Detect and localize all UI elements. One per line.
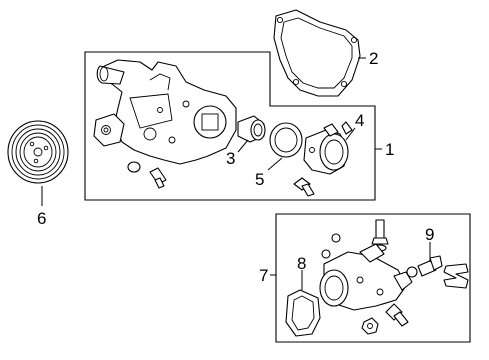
callout-3-leader <box>237 139 249 153</box>
water-pump-assembly-frame <box>84 51 376 201</box>
callout-2: 2 <box>369 49 378 68</box>
small-washer <box>331 233 341 243</box>
o-ring-small <box>127 161 141 173</box>
thermostat-housing-frame <box>275 213 471 343</box>
pump-bolt <box>149 167 167 189</box>
temperature-sensor <box>371 219 389 252</box>
callout-6: 6 <box>37 209 46 228</box>
small-cap <box>321 249 331 259</box>
retaining-clip <box>443 263 469 289</box>
pump-cover-gasket <box>273 9 361 97</box>
callout-1: 1 <box>385 140 394 159</box>
water-pump-pulley <box>7 120 69 184</box>
bleeder-valve <box>417 255 443 277</box>
housing-bolt <box>385 303 409 327</box>
housing-gasket <box>285 289 321 337</box>
housing-nut <box>361 317 379 335</box>
callout-4-leader <box>345 127 356 141</box>
callout-5: 5 <box>255 170 264 189</box>
o-ring-seal <box>269 122 303 158</box>
thermostat <box>303 121 353 175</box>
callout-4: 4 <box>355 111 364 130</box>
thermostat-bolt <box>293 177 315 197</box>
thermostat-housing <box>319 243 413 311</box>
callout-8: 8 <box>297 254 306 273</box>
callout-5-leader <box>267 157 283 171</box>
callout-3: 3 <box>226 149 235 168</box>
housing-o-ring <box>406 266 418 278</box>
callout-7: 7 <box>259 266 268 285</box>
water-pump-body <box>93 59 237 165</box>
callout-9: 9 <box>425 225 434 244</box>
pump-sleeve <box>237 115 266 143</box>
